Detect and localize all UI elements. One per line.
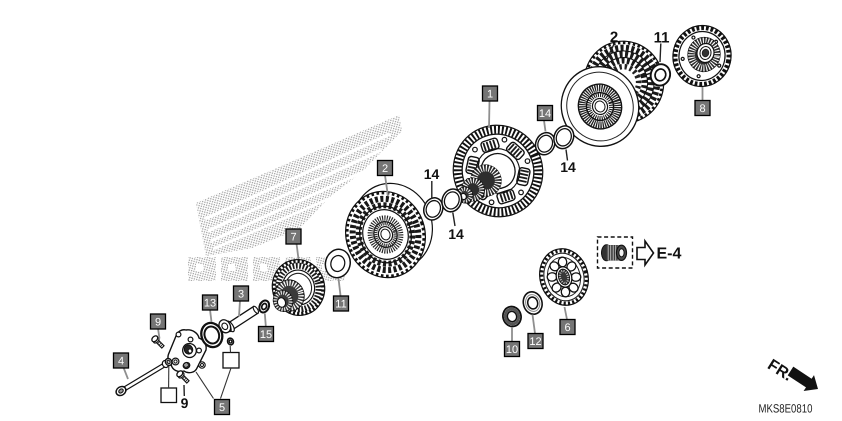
svg-text:1: 1 <box>487 89 493 101</box>
svg-text:MKS8E0810: MKS8E0810 <box>759 402 813 416</box>
svg-text:12: 12 <box>529 336 541 348</box>
svg-text:14: 14 <box>448 226 464 242</box>
svg-text:11: 11 <box>654 30 670 47</box>
svg-text:10: 10 <box>506 344 518 356</box>
svg-text:5: 5 <box>219 402 225 414</box>
svg-text:2: 2 <box>382 163 388 175</box>
svg-text:9: 9 <box>181 395 189 411</box>
svg-text:6: 6 <box>564 322 570 334</box>
svg-text:14: 14 <box>560 159 576 175</box>
svg-text:4: 4 <box>118 356 124 368</box>
svg-text:13: 13 <box>204 298 216 310</box>
svg-text:15: 15 <box>260 329 272 341</box>
svg-text:14: 14 <box>424 166 440 182</box>
svg-text:3: 3 <box>238 289 244 301</box>
svg-text:9: 9 <box>155 317 161 329</box>
svg-text:8: 8 <box>699 103 705 115</box>
svg-text:2: 2 <box>610 29 618 46</box>
svg-text:E-4: E-4 <box>657 246 682 263</box>
svg-text:14: 14 <box>539 108 551 120</box>
svg-text:7: 7 <box>290 232 296 244</box>
svg-text:11: 11 <box>335 299 346 311</box>
